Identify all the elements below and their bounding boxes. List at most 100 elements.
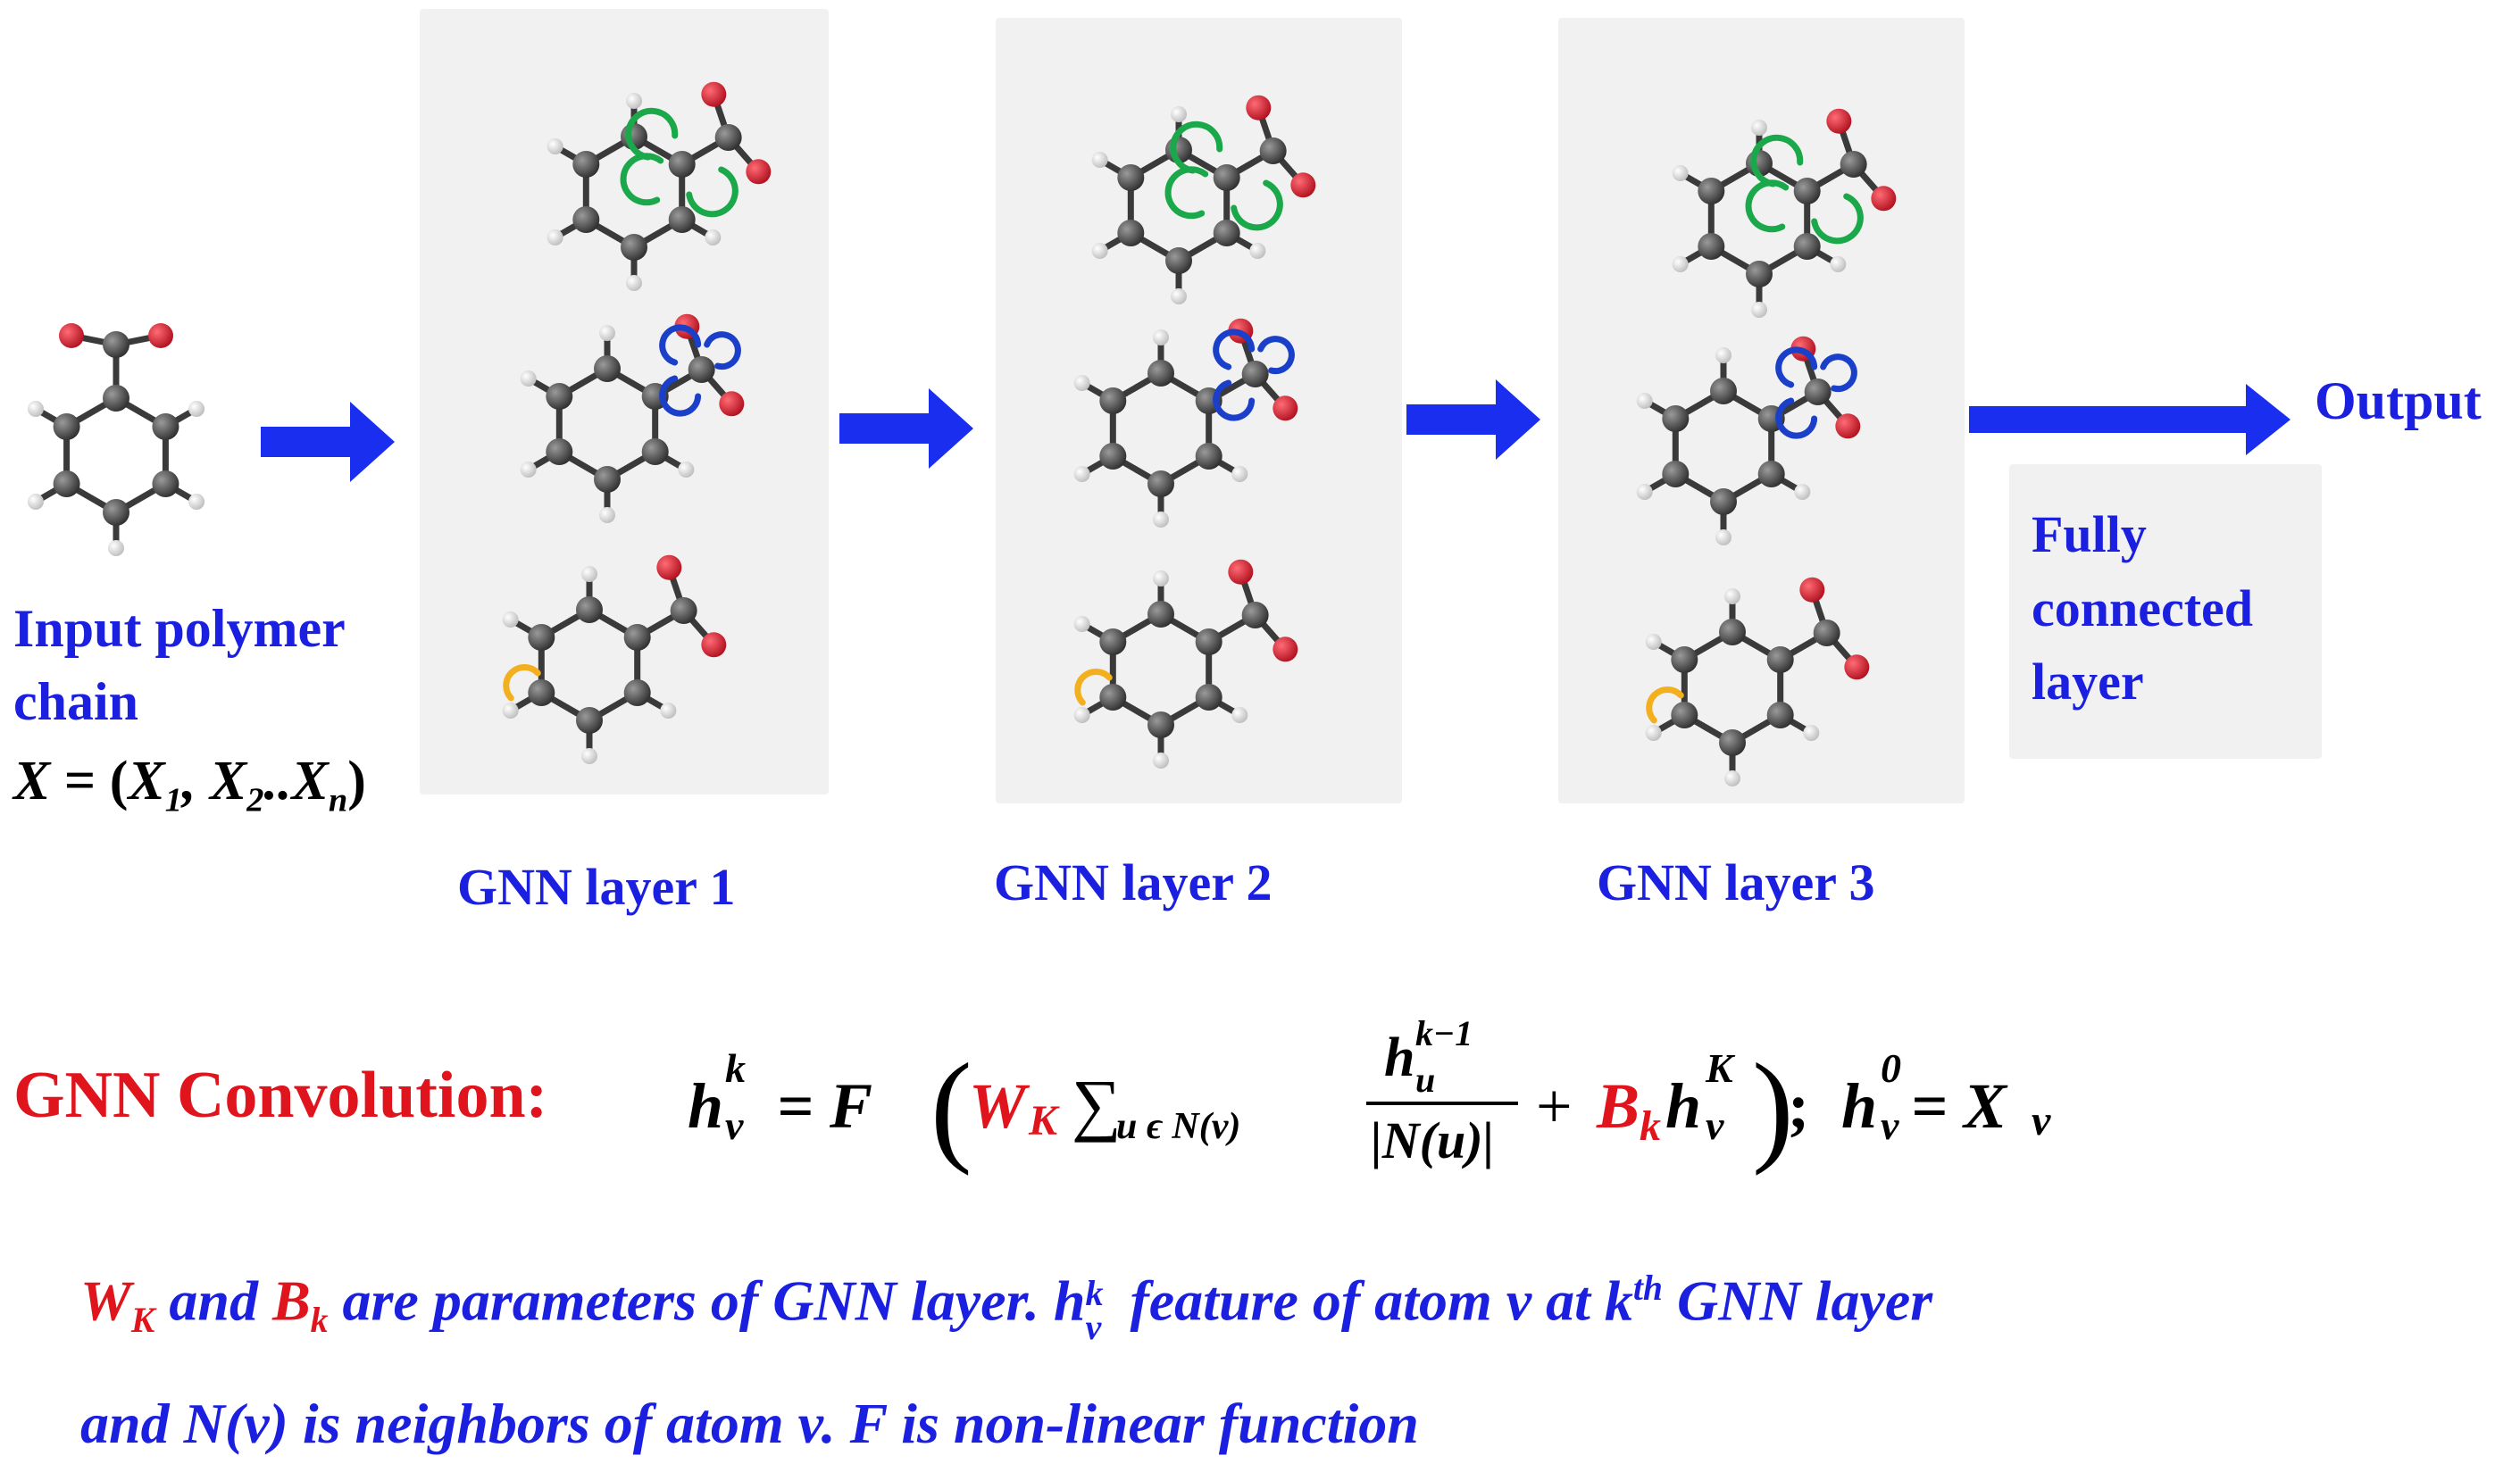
hydrogen-atom bbox=[1073, 375, 1090, 391]
atoms bbox=[1073, 318, 1298, 528]
hydrogen-atom bbox=[1153, 570, 1169, 586]
carbon-atom bbox=[1766, 702, 1794, 728]
blue-arc bbox=[1213, 329, 1256, 370]
message-arcs bbox=[1164, 121, 1283, 231]
carbon-atom bbox=[1117, 220, 1145, 246]
carbon-atom bbox=[546, 383, 573, 410]
hydrogen-atom bbox=[1715, 347, 1731, 363]
oxygen-atom bbox=[1228, 559, 1254, 585]
carbon-atom bbox=[1710, 378, 1737, 404]
hydrogen-atom bbox=[1830, 256, 1847, 272]
carbon-atom bbox=[1147, 601, 1174, 628]
output-label: Output bbox=[2315, 371, 2482, 430]
hydrogen-atom bbox=[1171, 106, 1187, 122]
carbon-atom bbox=[572, 151, 600, 178]
arrow-layer1-to-layer2 bbox=[839, 388, 973, 469]
hydrogen-atom bbox=[520, 370, 537, 387]
atoms bbox=[1636, 336, 1861, 545]
atoms bbox=[1645, 577, 1870, 786]
carbon-atom bbox=[714, 124, 742, 151]
oxygen-atom bbox=[1799, 577, 1825, 603]
message-arcs bbox=[620, 107, 738, 218]
hydrogen-atom bbox=[108, 540, 124, 556]
carbon-atom bbox=[1710, 488, 1737, 515]
carbon-atom bbox=[1813, 620, 1840, 646]
atoms bbox=[1073, 559, 1298, 769]
message-arcs bbox=[1745, 134, 1864, 245]
hydrogen-atom bbox=[1645, 725, 1662, 741]
hydrogen-atom bbox=[626, 93, 642, 109]
green-arc bbox=[620, 153, 664, 206]
bonds bbox=[1097, 104, 1306, 300]
carbon-atom bbox=[1804, 378, 1832, 405]
orange-arc bbox=[503, 664, 541, 702]
carbon-atom bbox=[1165, 247, 1192, 274]
hydrogen-atom bbox=[502, 703, 519, 719]
oxygen-atom bbox=[656, 554, 682, 580]
input-label-line2: chain bbox=[13, 672, 139, 731]
oxygen-atom bbox=[1844, 654, 1870, 680]
hydrogen-atom bbox=[1091, 243, 1108, 259]
carbon-atom bbox=[576, 596, 603, 623]
note-line-1: WK and Bk are parameters of GNN layer. h… bbox=[80, 1269, 1933, 1348]
carbon-atom bbox=[1746, 261, 1773, 287]
green-arc bbox=[1750, 134, 1804, 187]
layer-2-molecule-top bbox=[1091, 95, 1316, 304]
hydrogen-atom bbox=[547, 138, 563, 154]
carbon-atom bbox=[1213, 220, 1240, 246]
fc-label-line3: layer bbox=[2032, 653, 2144, 711]
carbon-atom bbox=[1671, 646, 1698, 673]
message-arcs bbox=[1074, 669, 1113, 706]
carbon-atom bbox=[152, 470, 179, 497]
carbon-atom bbox=[1147, 711, 1174, 738]
blue-arc bbox=[659, 324, 702, 366]
oxygen-atom bbox=[59, 323, 84, 348]
hydrogen-atom bbox=[1636, 393, 1653, 409]
input-molecule bbox=[27, 323, 205, 556]
fc-label-line1: Fully bbox=[2032, 505, 2147, 563]
carbon-atom bbox=[1793, 178, 1821, 204]
hydrogen-atom bbox=[1724, 770, 1740, 786]
oxygen-atom bbox=[1290, 172, 1316, 198]
hydrogen-atom bbox=[520, 462, 537, 478]
carbon-atom bbox=[528, 624, 555, 651]
carbon-atom bbox=[576, 707, 603, 734]
hydrogen-atom bbox=[1672, 256, 1689, 272]
oxygen-atom bbox=[1835, 413, 1861, 439]
hydrogen-atom bbox=[1073, 466, 1090, 482]
blue-arc bbox=[1775, 346, 1818, 388]
message-arcs bbox=[503, 664, 541, 702]
blue-arc bbox=[1257, 336, 1295, 375]
hydrogen-atom bbox=[581, 566, 597, 582]
carbon-atom bbox=[103, 385, 129, 412]
carbon-atom bbox=[1259, 137, 1287, 164]
atoms bbox=[502, 554, 727, 764]
message-arcs bbox=[659, 324, 741, 417]
carbon-atom bbox=[1766, 646, 1794, 673]
blue-arc bbox=[1213, 379, 1256, 421]
green-arc bbox=[686, 166, 738, 218]
carbon-atom bbox=[594, 466, 621, 493]
carbon-atom bbox=[688, 356, 715, 383]
green-arc bbox=[1164, 166, 1209, 220]
hydrogen-atom bbox=[678, 462, 695, 478]
hydrogen-atom bbox=[1073, 616, 1090, 632]
hydrogen-atom bbox=[626, 275, 642, 291]
bonds bbox=[552, 91, 762, 287]
hydrogen-atom bbox=[1645, 634, 1662, 650]
hydrogen-atom bbox=[660, 703, 677, 719]
hydrogen-atom bbox=[1153, 753, 1169, 769]
hydrogen-atom bbox=[599, 507, 615, 523]
carbon-atom bbox=[1147, 470, 1174, 497]
bonds bbox=[1079, 328, 1289, 523]
green-arc bbox=[625, 107, 679, 161]
hydrogen-atom bbox=[547, 229, 563, 245]
hydrogen-atom bbox=[1091, 152, 1108, 168]
hydrogen-atom bbox=[27, 494, 44, 510]
hydrogen-atom bbox=[188, 401, 205, 417]
note-line-2: and N(v) is neighbors of atom v. F is no… bbox=[80, 1392, 1419, 1455]
carbon-atom bbox=[546, 438, 573, 465]
hydrogen-atom bbox=[1751, 120, 1767, 136]
carbon-atom bbox=[623, 624, 651, 651]
carbon-atom bbox=[1698, 178, 1725, 204]
